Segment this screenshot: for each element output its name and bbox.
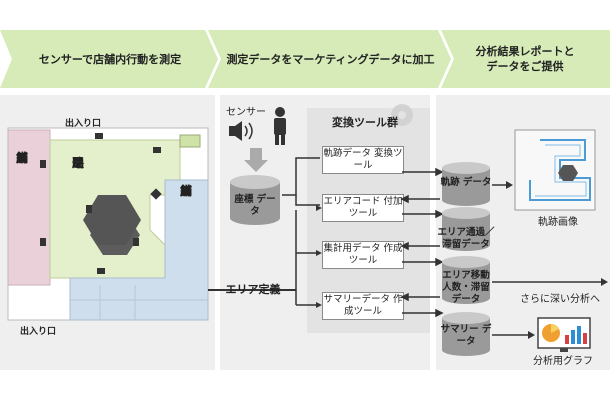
store-a-char: 店	[15, 151, 28, 165]
store-a-char: エ	[15, 151, 28, 165]
area-stay-db-cylinder	[442, 207, 490, 251]
step-2-chevron	[208, 30, 451, 88]
move-db-cylinder	[442, 256, 490, 304]
graph-icon	[537, 317, 591, 352]
entrance-bottom-label: 出入り口	[20, 327, 57, 337]
tool-summary: サマリーデータ 作成ツール	[322, 292, 404, 320]
store-a-char: ア	[15, 151, 28, 165]
sensor-icon	[229, 121, 253, 141]
coord-db-cylinder	[230, 175, 280, 225]
person-icon	[274, 107, 286, 145]
track-image-thumbnail	[514, 129, 596, 211]
store-b-char: 店	[179, 184, 192, 198]
entrance-top-label: 出入り口	[65, 119, 102, 129]
tool-track-convert: 軌跡データ 変換ツール	[322, 146, 404, 174]
store-a-char: A	[17, 151, 27, 165]
store-b-char: エ	[179, 184, 192, 198]
step-2-label: 測定データをマーケティングデータに加工	[226, 52, 435, 66]
tool-group-title: 変換ツール群	[332, 116, 398, 129]
store-b-char: 舗	[179, 184, 192, 198]
store-b-char: リ	[179, 184, 192, 198]
summary-db-label: サマリー データ	[440, 324, 492, 347]
area-stay-db-label: エリア通過／ 滞留データ	[437, 227, 495, 250]
aisle-char: エ	[71, 156, 84, 170]
aisle-char: 路	[71, 156, 84, 170]
store-a-char: リ	[15, 151, 28, 165]
track-db-cylinder	[442, 162, 490, 206]
graph-label: 分析用グラフ	[533, 356, 593, 367]
sensor-label: センサー	[226, 107, 266, 118]
track-db-label: 軌跡 データ	[440, 177, 492, 188]
step-3-chevron	[441, 30, 610, 88]
step-3-label: 分析結果レポートと データをご提供	[475, 45, 575, 73]
step-1-chevron	[0, 30, 218, 88]
track-image-label: 軌跡画像	[538, 217, 578, 228]
aisle-char: ア	[71, 156, 84, 170]
tool-aggregate: 集計用データ 作成ツール	[322, 241, 404, 269]
summary-db-cylinder	[442, 312, 490, 356]
coord-db-label: 座標 データ	[234, 194, 276, 217]
further-analysis-label: さらに深い分析へ	[520, 294, 600, 305]
tool-area-code: エリアコード 付加ツール	[322, 194, 404, 222]
move-db-label: エリア移動 人数・滞留 データ	[442, 270, 490, 305]
store-b-char: B	[181, 184, 191, 198]
store-a-char: 舗	[15, 151, 28, 165]
area-definition-label: エリア定義	[225, 283, 281, 296]
step-1-label: センサーで店舗内行動を測定	[38, 52, 182, 66]
store-b-char: ア	[179, 184, 192, 198]
aisle-char: リ	[71, 156, 84, 170]
aisle-char: 通	[71, 156, 84, 170]
